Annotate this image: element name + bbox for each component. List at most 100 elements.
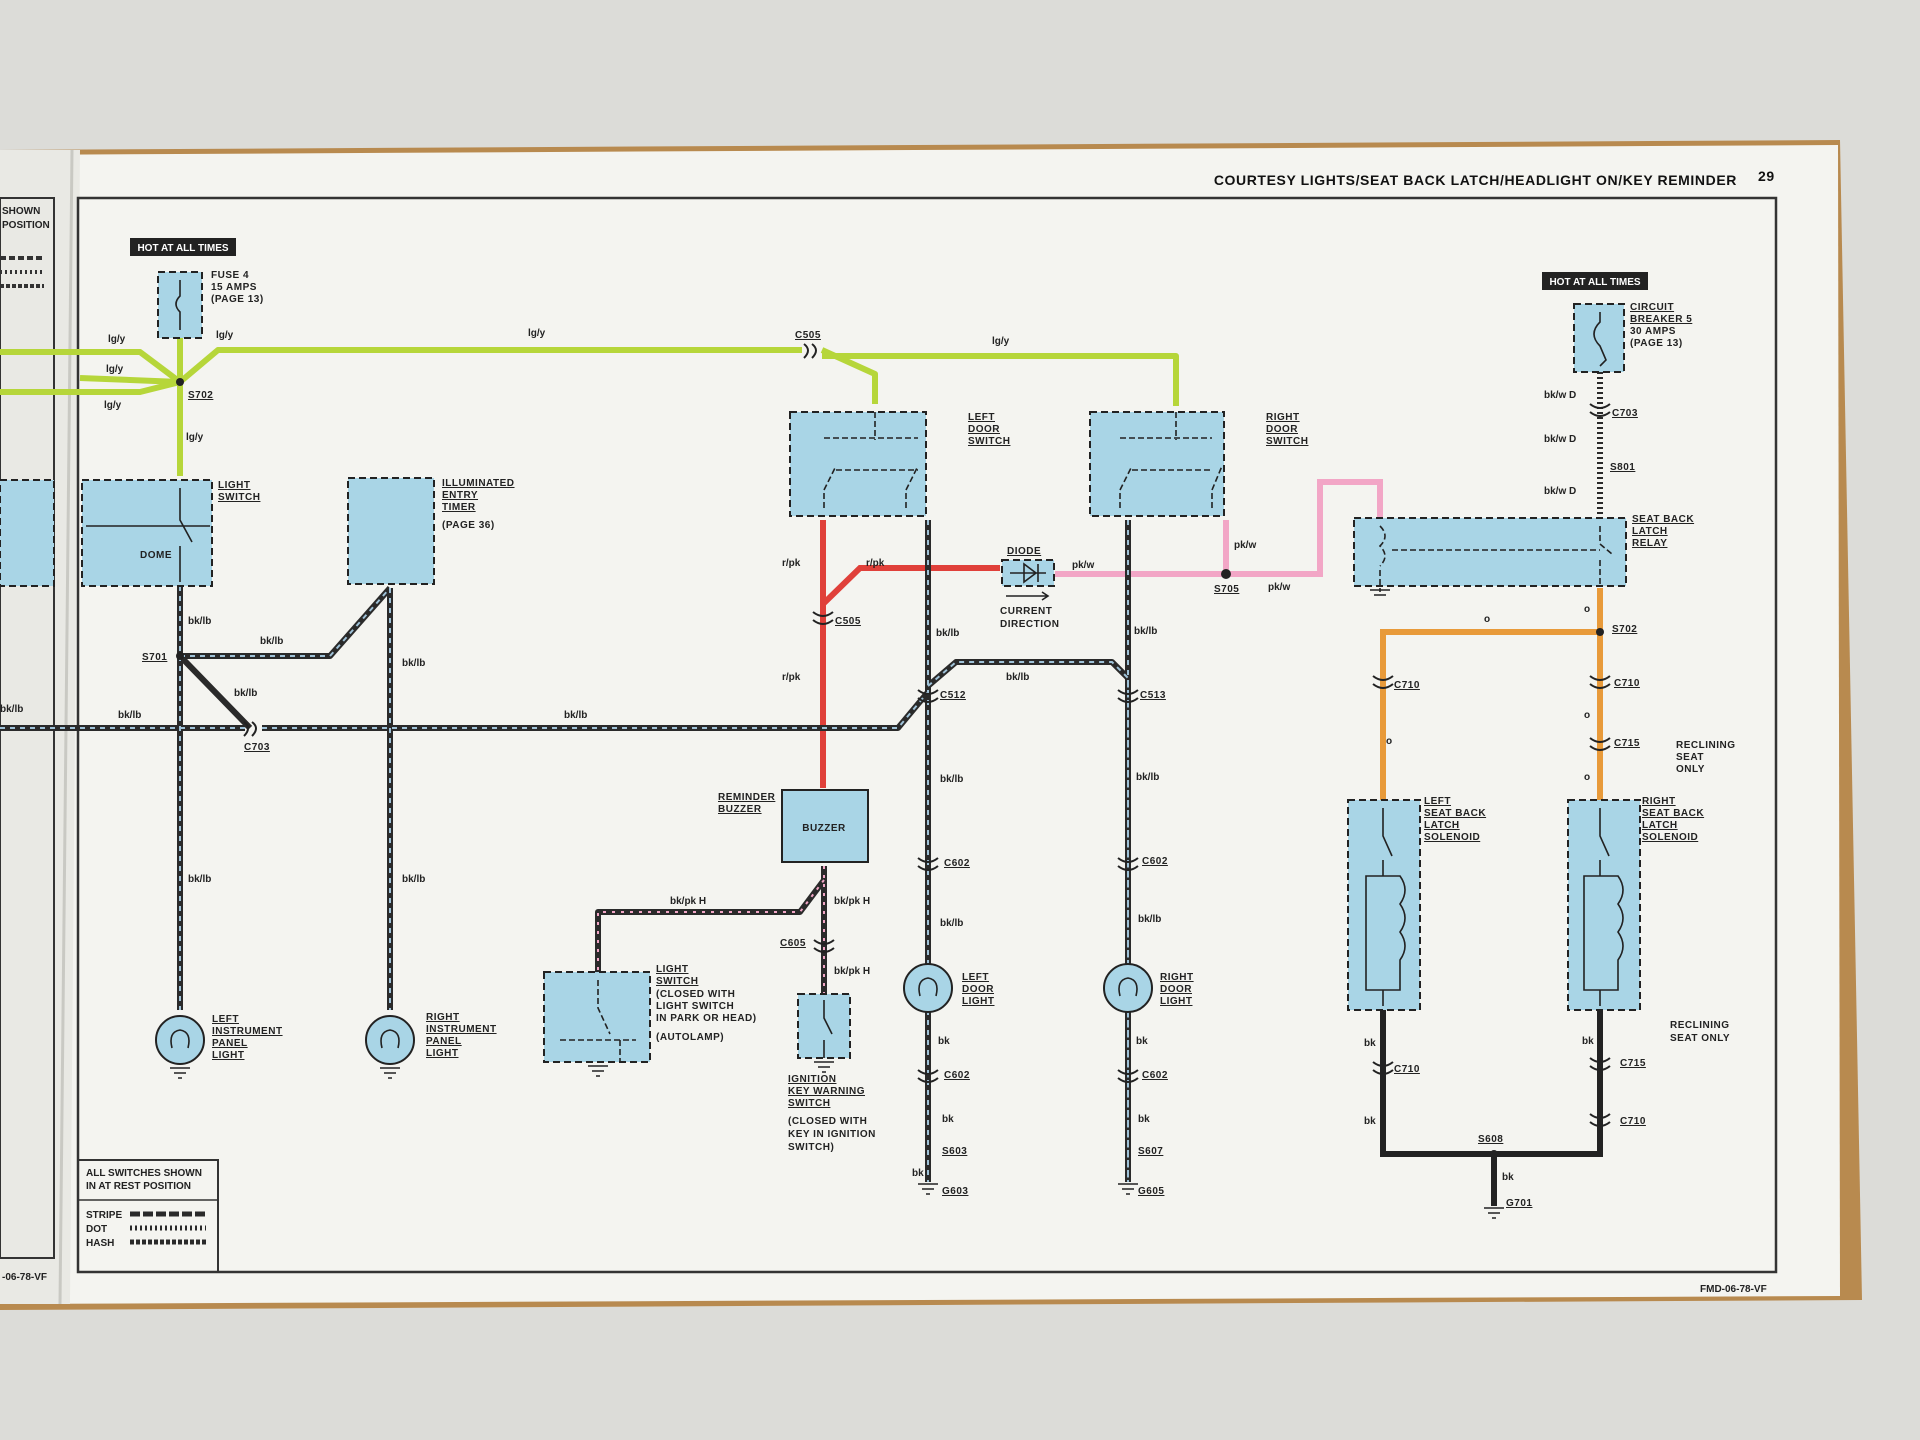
ground-g701 — [1484, 1207, 1504, 1219]
relay-label-2: RELAY — [1632, 538, 1667, 549]
right-ip-filament — [380, 1029, 400, 1049]
ignition-label-4: KEY IN IGNITION — [788, 1129, 876, 1140]
autolamp-label-4: IN PARK OR HEAD) — [656, 1013, 757, 1024]
autolamp-label-0: LIGHT — [656, 964, 689, 975]
hot-tag-left-text: HOT AT ALL TIMES — [137, 243, 228, 254]
reclining-1-2: ONLY — [1676, 764, 1705, 775]
reminder-buzzer — [781, 789, 869, 863]
light-switch-contacts — [86, 488, 210, 582]
conn-c512: C512 — [940, 690, 966, 701]
wl-bkpkh3: bk/pk H — [834, 966, 870, 977]
wl-rpk1: r/pk — [782, 558, 801, 569]
conn-c505: C505 — [795, 330, 821, 341]
left-solenoid-label-0: LEFT — [1424, 796, 1451, 807]
breaker-label-2: 30 AMPS — [1630, 326, 1676, 337]
right-instrument-panel-light — [365, 1015, 415, 1065]
footer-code: FMD-06-78-VF — [1700, 1284, 1767, 1295]
left-door-switch-contacts — [823, 412, 919, 508]
hot-tag-right-text: HOT AT ALL TIMES — [1549, 277, 1640, 288]
illuminated-entry-timer — [347, 477, 435, 585]
splice-s701: S701 — [142, 652, 167, 663]
wl-o2: o — [1484, 614, 1490, 625]
wl-bk4: bk — [1138, 1114, 1150, 1125]
reclining-1-0: RECLINING — [1676, 740, 1736, 751]
ignition-contacts — [823, 1000, 833, 1058]
conn-c602a: C602 — [944, 858, 970, 869]
conn-c605: C605 — [780, 938, 806, 949]
ignition-label-0: IGNITION — [788, 1074, 836, 1085]
left-door-switch-label-2: SWITCH — [968, 436, 1010, 447]
wire-pk-w — [1055, 479, 1383, 577]
ignition-label-3: (CLOSED WITH — [788, 1116, 867, 1127]
right-door-switch-contacts — [1119, 412, 1223, 508]
reminder-buzzer-label-0: REMINDER — [718, 792, 776, 803]
fuse-label-2: (PAGE 13) — [211, 294, 264, 305]
wl-bkpkh2: bk/pk H — [834, 896, 870, 907]
left-door-switch-label-0: LEFT — [968, 412, 995, 423]
wl-bkwd2: bk/w D — [1544, 434, 1576, 445]
splice-s702: S702 — [188, 390, 213, 401]
ground-g605 — [1118, 1183, 1138, 1195]
wl-bk8: bk — [1364, 1116, 1376, 1127]
right-solenoid-label-2: LATCH — [1642, 820, 1678, 831]
left-ip-light-label-1: INSTRUMENT — [212, 1026, 283, 1037]
conn-c710a: C710 — [1394, 680, 1420, 691]
right-door-switch-label-2: SWITCH — [1266, 436, 1308, 447]
left-door-switch-label-1: DOOR — [968, 424, 1000, 435]
wire-lg-y — [0, 338, 1179, 476]
entry-timer-label-0: ILLUMINATED — [442, 478, 515, 489]
ground-left-ip — [170, 1067, 190, 1079]
autolamp-label-2: (CLOSED WITH — [656, 989, 735, 1000]
conn-c715b: C715 — [1620, 1058, 1646, 1069]
right-door-switch-label-0: RIGHT — [1266, 412, 1300, 423]
wl-o1: o — [1584, 604, 1590, 615]
conn-c715a: C715 — [1614, 738, 1640, 749]
entry-timer-label-1: ENTRY — [442, 490, 478, 501]
wl-pkw1: pk/w — [1072, 560, 1094, 571]
relay-internal — [1378, 525, 1613, 592]
left-door-light-label-0: LEFT — [962, 972, 989, 983]
left-page-component — [0, 479, 55, 587]
ignition-label-2: SWITCH — [788, 1098, 830, 1109]
wl-bkwd1: bk/w D — [1544, 390, 1576, 401]
wl-bklb4: bk/lb — [402, 658, 425, 669]
wire-bk-lb-stripe — [0, 520, 1129, 1182]
wl-bk7: bk — [1582, 1036, 1594, 1047]
connector-marks — [243, 343, 1611, 1127]
left-ip-light-label-3: LIGHT — [212, 1050, 245, 1061]
conn-c602b: C602 — [1142, 856, 1168, 867]
ground-relay — [1370, 589, 1390, 596]
wl-lgy6: lg/y — [528, 328, 546, 339]
fuse-label-1: 15 AMPS — [211, 282, 257, 293]
entry-timer-label-2: TIMER — [442, 502, 476, 513]
light-switch-label-0: LIGHT — [218, 480, 251, 491]
autolamp-label-1: SWITCH — [656, 976, 698, 987]
right-solenoid-label-0: RIGHT — [1642, 796, 1676, 807]
wl-o4: o — [1584, 710, 1590, 721]
legend-note-0: ALL SWITCHES SHOWN — [86, 1168, 202, 1179]
wl-bklb12: bk/lb — [1006, 672, 1029, 683]
conn-c710b: C710 — [1614, 678, 1640, 689]
wire-labels: lg/y lg/y lg/y lg/y lg/y lg/y lg/y bk/w … — [0, 328, 1594, 1183]
left-ip-light-label-0: LEFT — [212, 1014, 239, 1025]
wl-bklb15: bk/lb — [940, 918, 963, 929]
left-solenoid-label-2: LATCH — [1424, 820, 1460, 831]
left-page-legend-0: SHOWN — [2, 206, 40, 217]
wire-bk-pk-h-stripe — [597, 866, 825, 1000]
right-seat-back-latch-solenoid — [1567, 799, 1641, 1011]
wl-pkw3: pk/w — [1268, 582, 1290, 593]
left-solenoid-label-1: SEAT BACK — [1424, 808, 1486, 819]
wl-bkpkh1: bk/pk H — [670, 896, 706, 907]
conn-c505b: C505 — [835, 616, 861, 627]
wl-bkwd3: bk/w D — [1544, 486, 1576, 497]
wl-bklb1: bk/lb — [188, 616, 211, 627]
right-solenoid-coil — [1583, 808, 1624, 1006]
left-solenoid-label-3: SOLENOID — [1424, 832, 1480, 843]
wire-orange — [1380, 588, 1603, 800]
right-door-switch-label-1: DOOR — [1266, 424, 1298, 435]
entry-timer-label-3: (PAGE 36) — [442, 520, 495, 531]
wl-bklb6: bk/lb — [0, 704, 23, 715]
ignition-label-1: KEY WARNING — [788, 1086, 865, 1097]
legend-note-1: IN AT REST POSITION — [86, 1181, 191, 1192]
